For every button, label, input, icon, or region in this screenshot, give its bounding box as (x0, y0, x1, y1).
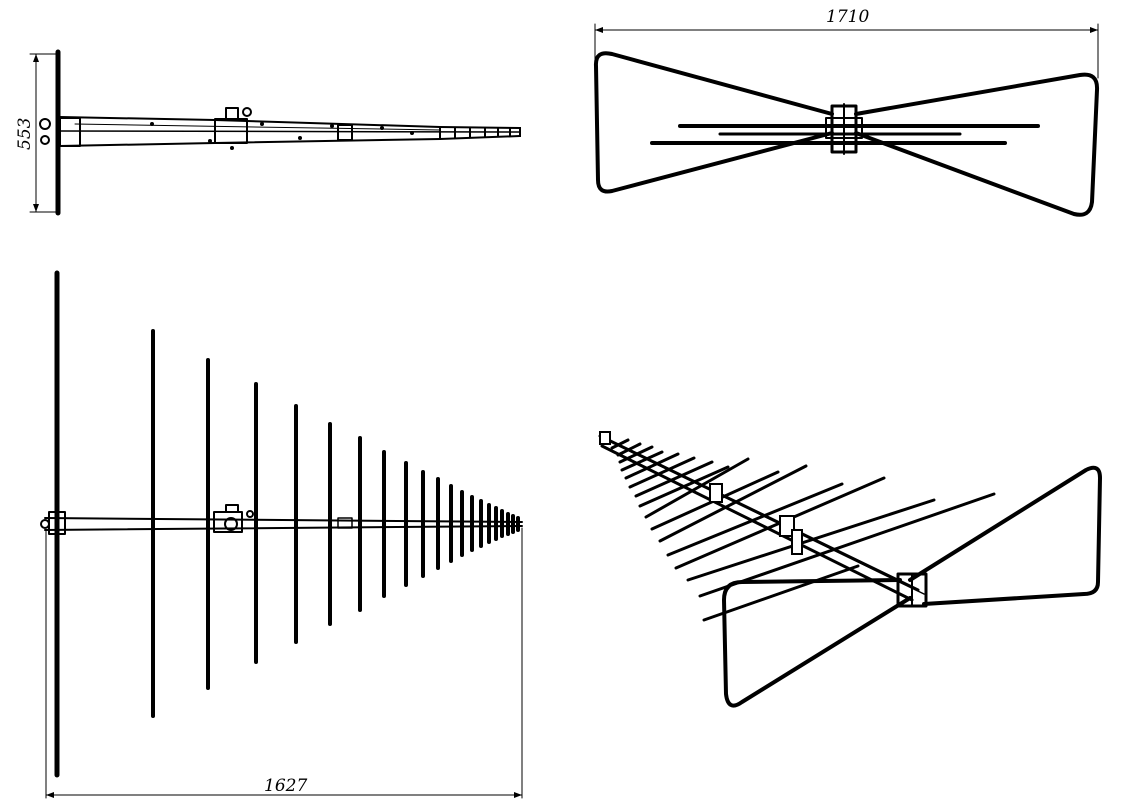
top-view-arrow-right (1090, 27, 1098, 33)
front-view-length-label: 1627 (264, 776, 307, 796)
front-view-boom-top (44, 517, 523, 523)
side-view-tip-elements (439, 126, 521, 140)
side-view-boom-inner (74, 123, 441, 131)
side-view-boom-upper (59, 116, 521, 129)
front-view-connector-port (224, 517, 238, 531)
top-view-arrow-left (595, 27, 603, 33)
isometric-view (598, 431, 1102, 708)
top-view: 1710 (593, 7, 1100, 217)
iso-boom-rail-2 (600, 444, 914, 602)
side-view-connector-top (225, 107, 239, 120)
front-view-arrow-left (46, 792, 54, 798)
side-view-boom-mid (59, 130, 521, 133)
iso-clamps (599, 431, 803, 555)
side-view: 553 (15, 49, 521, 216)
side-view-boom-lower (59, 135, 521, 147)
side-view-arrow-bottom (33, 204, 39, 212)
iso-boom-rail-3 (606, 439, 925, 595)
bowtie-loop-right (854, 72, 1100, 217)
side-view-clamp (337, 124, 353, 141)
side-view-bolt-2 (40, 135, 50, 145)
side-view-arrow-top (33, 54, 39, 62)
front-view-boom-bottom (44, 525, 523, 531)
front-view: 1627 (40, 270, 523, 799)
front-view-connector-knob (246, 510, 254, 518)
side-view-connector-knob (242, 107, 252, 117)
front-view-elements (151, 329, 520, 718)
side-view-bolt (39, 118, 51, 130)
front-view-connector-top (225, 504, 239, 513)
iso-bowtie-loop-right (908, 465, 1102, 606)
front-view-arrow-right (514, 792, 522, 798)
top-view-width-label: 1710 (826, 7, 869, 27)
side-view-mount-block (59, 117, 81, 147)
front-view-clamp (337, 517, 353, 529)
bowtie-loop-left (593, 51, 834, 194)
iso-bowtie-loop-left (722, 578, 912, 708)
front-view-mount-bolt (40, 519, 50, 529)
side-view-height-label: 553 (15, 118, 35, 150)
side-view-rivets (150, 122, 414, 150)
